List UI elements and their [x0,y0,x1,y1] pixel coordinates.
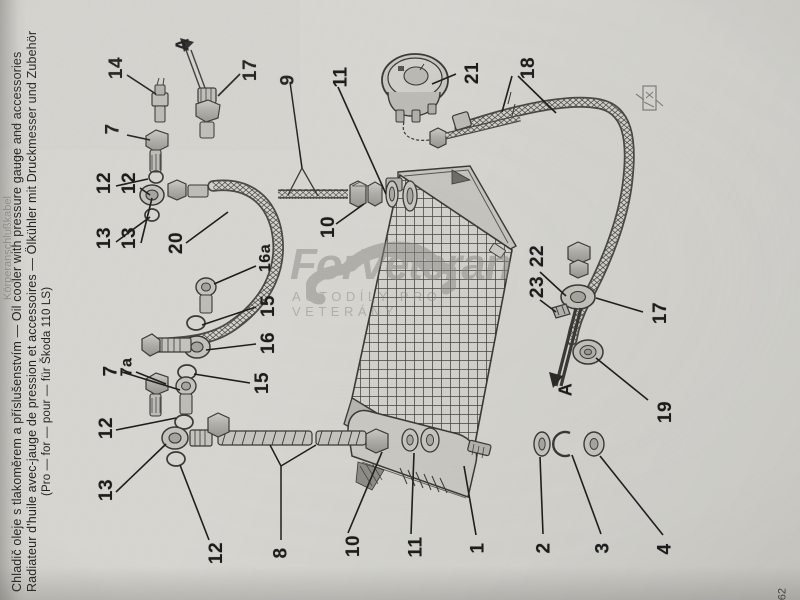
callout-15-a: 15 [258,294,280,318]
leader-lines [115,73,664,541]
callout-A-top: A [172,37,193,52]
callout-18: 18 [518,56,540,80]
watermark-brand: ForVeteran [290,240,512,289]
braided-hose-18 [451,91,635,346]
callout-7a: 7a [118,357,136,377]
banjo-group-middle-left [141,277,217,467]
caption-line-fr-de: Radiateur d'huile avec-jauge de pression… [25,30,39,592]
callout-15-b: 15 [252,371,274,395]
callout-7-top: 7 [102,123,124,135]
callout-11-bottom: 11 [405,536,427,558]
caption-line-cs-en: Chladič oleje s tlakoměrem a příslušenst… [10,51,24,592]
watermark-tagline: AUTODÍLY PRO VETERÁNY [292,289,442,319]
callout-12-c: 12 [96,416,118,440]
callout-12-b: 12 [119,171,141,195]
callout-A-bottom: A [555,382,576,397]
bottom-left-hardware [207,412,440,454]
callout-4: 4 [654,543,676,555]
callout-10-bottom: 10 [343,534,365,558]
callout-17-top: 17 [240,58,262,82]
oil-cooler-core [343,165,517,499]
margin-rule [16,154,17,170]
lower-hose-assembly [217,430,367,540]
callout-1: 1 [467,542,489,554]
watermark: ForVeteran AUTODÍLY PRO VETERÁNY [284,240,552,319]
caption-line-applicability: (Pro — for — pour — für Škoda 110 LS) [41,286,53,496]
callout-22: 22 [527,244,549,268]
callout-13-a: 13 [94,226,116,250]
callout-3: 3 [592,542,614,554]
fitting-row-middle [349,180,418,212]
callout-2: 2 [533,542,555,554]
callout-14: 14 [106,56,128,80]
figure-caption: Chladič oleje s tlakoměrem a příslušenst… [10,31,55,592]
callout-12-a: 12 [94,171,116,195]
callout-16a: 16a [257,243,275,273]
page-number: 62 [776,588,788,600]
callout-13-c: 13 [96,478,118,502]
banjo-group-upper-left [139,77,209,222]
callout-19: 19 [655,400,677,424]
callout-8: 8 [270,547,292,559]
inspection-stamp-mark [635,85,664,111]
callout-23: 23 [527,275,549,299]
callout-9: 9 [277,74,299,86]
callout-20: 20 [166,231,188,255]
stud-clamp-group-right [549,241,604,388]
callout-10-top: 10 [318,215,340,239]
car-silhouette-icon [306,241,456,305]
callout-11-top: 11 [330,66,352,88]
grommet-17-top [180,38,221,139]
callout-17-right: 17 [650,301,672,325]
callout-12-d: 12 [206,541,228,565]
center-hose-run [278,81,348,199]
bottom-right-hardware [533,430,605,458]
callout-21: 21 [462,61,484,85]
scan-edge-shadow-bottom [0,566,800,600]
callout-16: 16 [258,331,280,355]
oil-pressure-gauge-21 [381,53,521,149]
callout-13-b: 13 [119,226,141,250]
